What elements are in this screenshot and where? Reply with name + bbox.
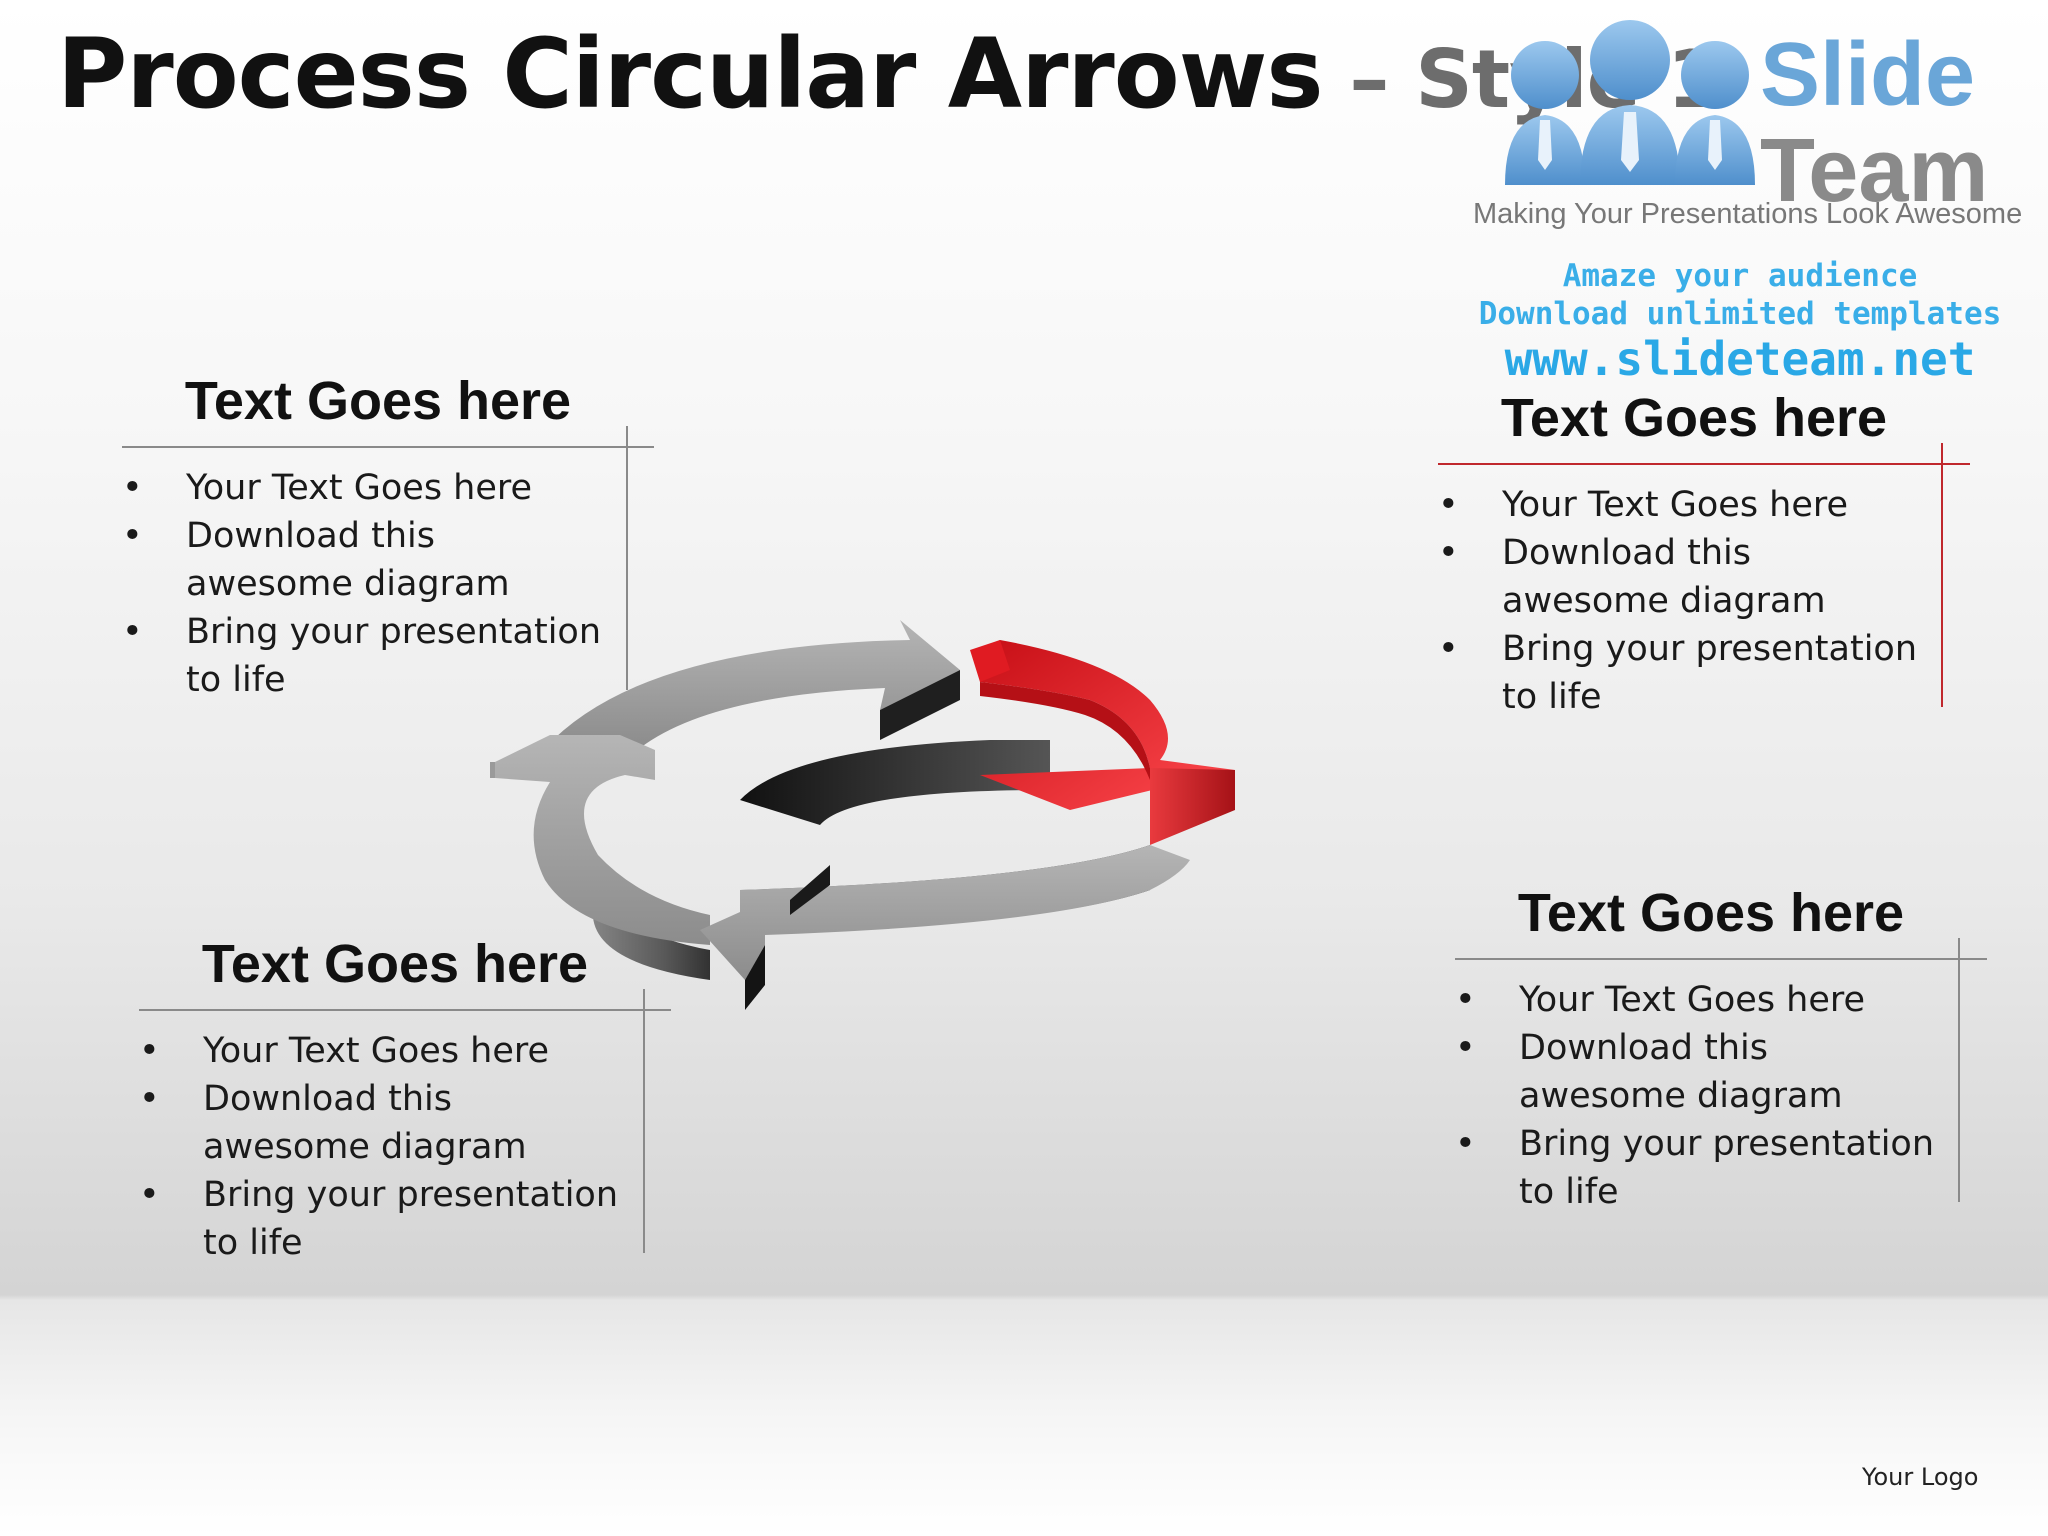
- box-heading: Text Goes here: [1500, 388, 1888, 448]
- bullet-list: •Your Text Goes here •Download this awes…: [1438, 481, 1918, 721]
- list-item: •Bring your presentation to life: [1455, 1124, 1935, 1212]
- slideteam-watermark: Slide Team Making Your Presentations Loo…: [1460, 20, 2022, 386]
- bullet-list: •Your Text Goes here •Download this awes…: [1455, 976, 1935, 1216]
- bullet-list: •Your Text Goes here •Download this awes…: [122, 464, 602, 704]
- arrow-bottom-left: [495, 735, 710, 945]
- arrow-top-left: [545, 620, 960, 748]
- arrow-top-right-highlighted: [980, 640, 1235, 810]
- box-divider: [139, 1009, 671, 1011]
- list-item: •Download this awesome diagram: [139, 1079, 527, 1167]
- list-item: •Download this awesome diagram: [122, 516, 510, 604]
- text-box-top-right: Text Goes here •Your Text Goes here •Dow…: [1434, 387, 1974, 717]
- arrow-top-right-tail: [970, 640, 1010, 682]
- list-item: •Bring your presentation to life: [139, 1175, 619, 1263]
- footer-logo-text: Your Logo: [1862, 1463, 1979, 1491]
- list-item: •Bring your presentation to life: [122, 612, 602, 700]
- arrow-top-right-side: [1150, 768, 1235, 845]
- box-side-rule: [643, 989, 645, 1253]
- arrow-top-left-edge: [880, 670, 960, 740]
- box-heading: Text Goes here: [1517, 883, 1905, 943]
- watermark-brand-slide: Slide: [1760, 25, 1976, 125]
- text-box-top-left: Text Goes here •Your Text Goes here •Dow…: [118, 370, 658, 700]
- watermark-brand-team: Team: [1760, 121, 1989, 221]
- box-heading: Text Goes here: [184, 371, 572, 431]
- arrow-bottom-left-side: [592, 860, 710, 980]
- watermark-line1: Amaze your audience: [1562, 258, 1918, 294]
- list-item: •Download this awesome diagram: [1438, 533, 1826, 621]
- arrow-top-right-inner-edge: [980, 682, 1150, 780]
- text-box-bottom-left: Text Goes here •Your Text Goes here •Dow…: [135, 933, 675, 1263]
- list-item: •Your Text Goes here: [1455, 980, 1866, 1020]
- list-item: •Your Text Goes here: [139, 1031, 550, 1071]
- text-box-bottom-right: Text Goes here •Your Text Goes here •Dow…: [1451, 882, 1991, 1212]
- list-item: •Bring your presentation to life: [1438, 629, 1918, 717]
- title-main: Process Circular Arrows: [57, 18, 1324, 130]
- list-item: •Your Text Goes here: [122, 468, 533, 508]
- list-item: •Download this awesome diagram: [1455, 1028, 1843, 1116]
- inner-wall-back: [740, 740, 1050, 825]
- box-side-rule: [1941, 443, 1943, 707]
- box-divider: [122, 446, 654, 448]
- arrow-bottom-right-head-edge: [745, 945, 765, 1010]
- arrow-bottom-left-tip: [490, 762, 495, 778]
- list-item: •Your Text Goes here: [1438, 485, 1849, 525]
- bullet-list: •Your Text Goes here •Download this awes…: [139, 1027, 619, 1267]
- arrow-bottom-right: [700, 845, 1190, 980]
- circular-arrows-diagram: [490, 620, 1235, 1010]
- box-divider: [1438, 463, 1970, 465]
- watermark-line2: Download unlimited templates: [1478, 296, 2002, 332]
- watermark-tagline: Making Your Presentations Look Awesome: [1473, 198, 2023, 230]
- box-side-rule: [626, 426, 628, 690]
- box-side-rule: [1958, 938, 1960, 1202]
- people-icon: [1505, 20, 1755, 185]
- watermark-url: www.slideteam.net: [1504, 332, 1976, 386]
- box-divider: [1455, 958, 1987, 960]
- arrow-bottom-right-notch: [790, 865, 830, 915]
- box-heading: Text Goes here: [201, 934, 589, 994]
